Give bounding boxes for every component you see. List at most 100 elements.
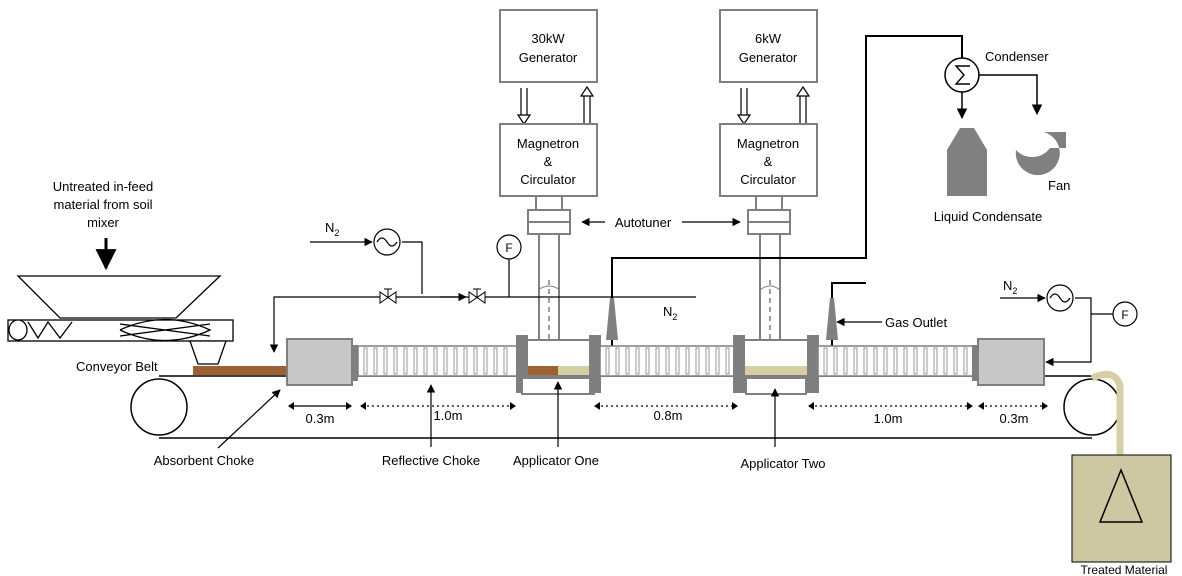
waveguide-1 (522, 196, 597, 341)
generator-6kw-label: 6kW (755, 31, 782, 46)
choke-fin (715, 347, 720, 375)
fan-label: Fan (1048, 178, 1070, 193)
choke-fin (615, 347, 620, 375)
dimension-label-4: 1.0m (874, 411, 903, 426)
fan-arrow (979, 74, 1043, 116)
condenser-icon (944, 57, 980, 93)
choke-fin (383, 347, 388, 375)
absorbent-choke-pointer (217, 389, 281, 449)
choke-fin (413, 347, 418, 375)
choke-fin (605, 347, 610, 375)
treated-material-label: Treated Material (1081, 563, 1168, 576)
choke-fin (363, 347, 368, 375)
applicator-one-label: Applicator One (513, 453, 599, 468)
flow-meter-right-label: F (1121, 308, 1128, 322)
reflective-choke-label: Reflective Choke (382, 453, 480, 468)
gas-outlet-2 (826, 298, 838, 340)
applicator-two (733, 335, 819, 395)
infeed-label-line1: Untreated in-feed (53, 179, 153, 194)
power-arrows-2 (736, 85, 811, 126)
nitrogen-label-middle: N2 (663, 304, 677, 322)
choke-fin (665, 347, 670, 375)
output-chute (1090, 370, 1124, 455)
choke-fin (943, 347, 948, 375)
magnetron-2-line1: Magnetron (737, 136, 799, 151)
flow-meter-right: F (1112, 301, 1138, 327)
generator-6kw-sublabel: Generator (739, 50, 798, 65)
choke-fin (695, 347, 700, 375)
choke-fin (843, 347, 848, 375)
absorbent-choke-right (972, 338, 1045, 386)
magnetron-2: Magnetron & Circulator (719, 123, 818, 197)
choke-fin (373, 347, 378, 375)
choke-fin (423, 347, 428, 375)
choke-fin (913, 347, 918, 375)
magnetron-2-line2: & (764, 154, 773, 169)
gas-outlet-label: Gas Outlet (885, 315, 948, 330)
magnetron-1-line2: & (544, 154, 553, 169)
choke-fin (453, 347, 458, 375)
choke-fin (635, 347, 640, 375)
heater-icon-right (1046, 284, 1074, 312)
conveyor-belt-label: Conveyor Belt (76, 359, 158, 374)
choke-fin (933, 347, 938, 375)
choke-fin (655, 347, 660, 375)
conveyor-belt (130, 375, 1121, 439)
choke-fin (403, 347, 408, 375)
autotuner-label: Autotuner (615, 215, 672, 230)
condenser-label: Condenser (985, 49, 1049, 64)
choke-fin (473, 347, 478, 375)
choke-fin (853, 347, 858, 375)
generator-30kw: 30kW Generator (499, 9, 598, 83)
treated-material-bin (1071, 454, 1172, 563)
infeed-label-line3: mixer (87, 215, 119, 230)
choke-fin (393, 347, 398, 375)
dimension-label-5: 0.3m (1000, 411, 1029, 426)
choke-fins (363, 347, 968, 375)
valve-icon-2 (468, 288, 486, 304)
magnetron-1-line1: Magnetron (517, 136, 579, 151)
choke-fin (893, 347, 898, 375)
flow-meter-left: F (496, 234, 522, 260)
applicator-two-label: Applicator Two (740, 456, 825, 471)
waveguide-2 (740, 196, 812, 341)
nitrogen-label-right: N2 (1003, 278, 1017, 296)
generator-6kw: 6kW Generator (719, 9, 818, 83)
choke-fin (823, 347, 828, 375)
nitrogen-line-right (1000, 293, 1113, 367)
liquid-condensate-label: Liquid Condensate (934, 209, 1042, 224)
valve-icon-1 (379, 288, 397, 304)
generator-30kw-label: 30kW (531, 31, 565, 46)
dimension-label-2: 1.0m (434, 408, 463, 423)
gas-outlet-1 (606, 298, 618, 340)
magnetron-1-line3: Circulator (520, 172, 576, 187)
magnetron-1: Magnetron & Circulator (499, 123, 598, 197)
heater-icon-left (373, 228, 401, 256)
choke-fin (833, 347, 838, 375)
choke-fin (463, 347, 468, 375)
choke-fin (883, 347, 888, 375)
flow-meter-left-label: F (505, 241, 512, 255)
generator-30kw-sublabel: Generator (519, 50, 578, 65)
nitrogen-line-left (269, 237, 696, 353)
nitrogen-label-left: N2 (325, 220, 339, 238)
power-arrows-1 (516, 85, 595, 126)
choke-fin (503, 347, 508, 375)
choke-fin (923, 347, 928, 375)
choke-fin (963, 347, 968, 375)
hopper (7, 275, 234, 365)
choke-fin (483, 347, 488, 375)
choke-fin (685, 347, 690, 375)
choke-fin (705, 347, 710, 375)
choke-fin (493, 347, 498, 375)
magnetron-2-line3: Circulator (740, 172, 796, 187)
absorbent-choke-label: Absorbent Choke (154, 453, 254, 468)
fan-icon (1015, 132, 1066, 176)
choke-fin (433, 347, 438, 375)
treated-material-layer (558, 366, 978, 375)
choke-fin (675, 347, 680, 375)
choke-fin (873, 347, 878, 375)
liquid-condensate-tank-icon (947, 128, 987, 196)
infeed-label-line2: material from soil (54, 197, 153, 212)
